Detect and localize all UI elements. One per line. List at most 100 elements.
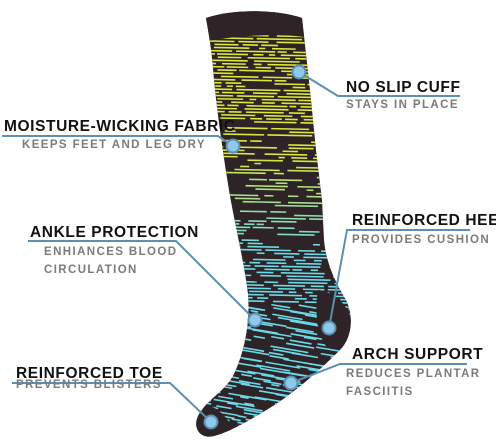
sock-stripe <box>339 253 351 257</box>
sock-stripe <box>202 388 221 394</box>
sock-stripe <box>254 121 297 124</box>
sock-stripe <box>333 36 351 39</box>
sock-stripe <box>297 109 331 112</box>
sock-stripe <box>180 424 186 425</box>
sock-stripe <box>323 148 351 151</box>
sock-stripe <box>292 160 334 163</box>
ankle-protection-title: ANKLE PROTECTION <box>30 224 199 241</box>
sock-stripe <box>288 281 328 285</box>
sock-stripe <box>300 106 347 109</box>
sock-stripe <box>338 301 351 305</box>
sock-stripe <box>314 154 348 157</box>
sock-stripe <box>198 324 228 332</box>
sock-stripe <box>294 214 328 217</box>
sock-stripe <box>252 258 286 261</box>
sock-stripe <box>196 42 206 45</box>
sock-stripe <box>369 44 413 45</box>
sock-stripe <box>341 430 351 436</box>
sock-stripe <box>367 409 407 416</box>
sock-stripe <box>289 320 321 327</box>
sock-stripe <box>208 107 238 110</box>
sock-stripe <box>276 35 310 38</box>
sock-stripe <box>213 398 255 408</box>
sock-stripe <box>235 405 263 412</box>
sock-stripe <box>300 122 326 125</box>
sock-stripe <box>303 336 317 341</box>
sock-stripe <box>362 121 388 122</box>
sock-stripe <box>196 247 226 251</box>
sock-stripe <box>240 383 264 389</box>
sock-stripe <box>239 210 267 213</box>
sock-stripe <box>311 141 345 144</box>
sock-stripe <box>221 194 259 197</box>
sock-stripe <box>236 88 281 92</box>
sock-stripe <box>196 167 214 170</box>
sock-stripe <box>288 144 320 147</box>
sock-stripe <box>298 99 343 103</box>
sock-stripe <box>328 397 345 402</box>
sock-stripe <box>282 428 301 434</box>
sock-stripe <box>196 362 209 370</box>
sock-stripe <box>365 435 373 436</box>
sock-stripe <box>180 380 192 382</box>
sock-stripe <box>208 238 236 241</box>
sock-stripe <box>255 188 286 191</box>
sock-stripe <box>277 316 318 326</box>
sock-stripe <box>228 438 253 442</box>
sock-stripe <box>270 220 297 223</box>
sock-stripe <box>223 296 253 299</box>
sock-stripe <box>305 419 339 427</box>
sock-stripe <box>232 309 244 313</box>
sock-stripe <box>349 407 351 411</box>
sock-stripe <box>306 195 339 198</box>
sock-stripe <box>262 76 293 79</box>
sock-stripe <box>370 415 382 417</box>
sock-stripe <box>322 68 351 71</box>
sock-stripe <box>264 268 290 271</box>
sock-stripe <box>243 434 266 437</box>
sock-stripe <box>197 244 241 248</box>
sock-stripe <box>196 186 206 189</box>
sock-stripe <box>199 49 233 52</box>
sock-stripe <box>304 429 340 437</box>
sock-stripe <box>253 415 293 424</box>
sock-stripe <box>196 241 210 244</box>
sock-stripe <box>249 290 284 293</box>
sock-stripe <box>196 302 217 310</box>
sock-stripe <box>196 327 208 334</box>
sock-stripe <box>355 162 394 163</box>
sock-stripe <box>317 183 349 186</box>
sock-stripe <box>355 201 393 202</box>
sock-stripe <box>208 292 239 296</box>
sock-stripe <box>271 406 311 415</box>
dot-ankle-protection <box>247 312 263 328</box>
sock-stripe <box>310 387 323 392</box>
sock-stripe <box>325 55 351 58</box>
reinforced-heel-title: REINFORCED HEEL <box>352 212 496 229</box>
sock-stripe <box>196 337 219 346</box>
sock-stripe <box>341 62 351 65</box>
sock-stripe <box>199 190 227 193</box>
sock-stripe <box>286 92 320 96</box>
sock-stripe <box>295 435 320 437</box>
sock-stripe <box>201 315 240 324</box>
sock-stripe <box>326 388 334 391</box>
sock-stripe <box>316 192 349 195</box>
sock-stripe <box>367 332 390 336</box>
sock-stripe <box>263 114 293 118</box>
arch-support-subtitle-line2: FASCIITIS <box>346 386 414 398</box>
sock-stripe <box>274 252 300 255</box>
sock-stripe <box>196 385 198 390</box>
sock-stripe <box>274 204 318 208</box>
sock-stripe <box>212 363 221 367</box>
sock-stripe <box>226 283 264 287</box>
sock-stripe <box>196 81 222 84</box>
sock-stripe <box>268 178 303 182</box>
sock-stripe <box>224 322 252 329</box>
dot-no-slip-cuff <box>291 64 307 80</box>
sock-stripe <box>180 367 189 368</box>
sock-stripe <box>277 95 313 99</box>
sock-stripe <box>344 116 351 119</box>
sock-stripe <box>196 334 222 343</box>
